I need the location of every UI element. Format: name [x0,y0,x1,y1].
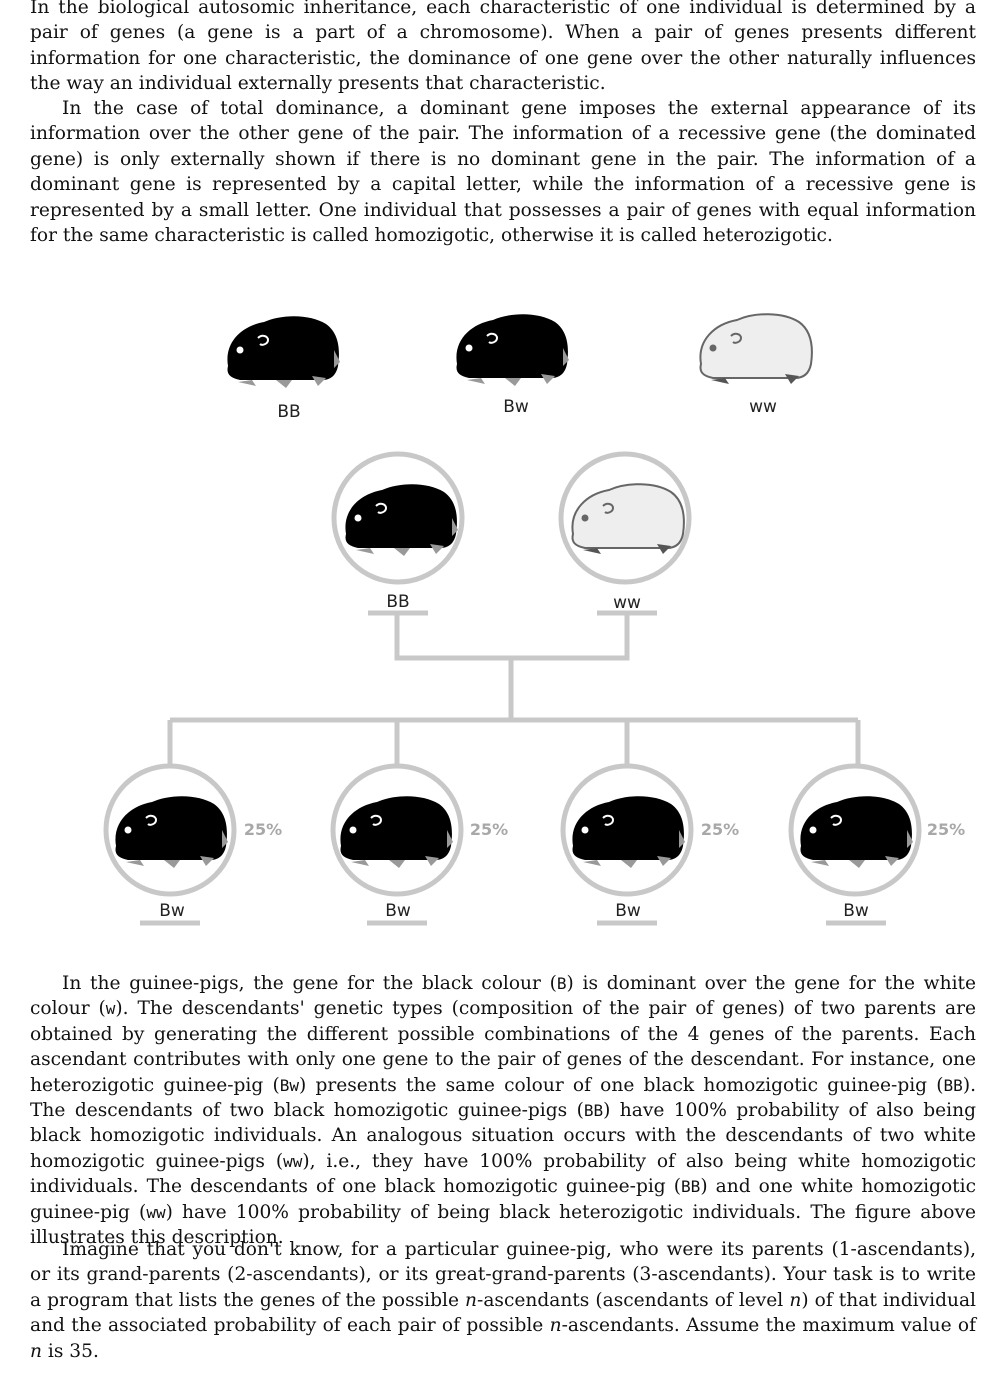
child-4: 25% Bw [788,763,965,921]
intro-paragraph-2: In the case of total dominance, a domina… [30,96,976,248]
child-3-percent: 25% [701,820,739,839]
legend-pig-Bw [455,313,570,387]
child-2: 25% Bw [330,763,508,921]
intro-paragraph-1: In the biological autosomic inheritance,… [30,0,976,95]
child-3-label: Bw [615,901,641,921]
child-4-percent: 25% [927,820,965,839]
parent-label-BB: BB [386,592,409,612]
description-paragraph: In the guinee-pigs, the gene for the bla… [30,971,976,1250]
math-variable: n [789,1289,802,1311]
legend-pig-BB [226,315,341,389]
child-1: 25% Bw [103,763,282,921]
child-2-label: Bw [385,901,411,921]
inheritance-tree-lines [140,610,886,926]
math-variable: n [30,1340,42,1362]
parent-BB: BB [331,451,465,612]
gene-code: w [105,999,116,1019]
child-4-label: Bw [843,901,869,921]
child-1-label: Bw [159,901,185,921]
task-paragraph: Imagine that you don't know, for a parti… [30,1237,976,1364]
gene-code: BB [943,1075,963,1095]
math-variable: n [549,1315,562,1337]
legend-pig-ww [699,313,813,385]
description-paragraph-text: In the guinee-pigs, the gene for the bla… [30,973,976,1249]
legend-label-Bw: Bw [503,397,529,417]
math-variable: n [465,1289,478,1311]
intro-paragraph-2-text: In the case of total dominance, a domina… [30,98,976,247]
gene-code: ww [146,1202,166,1222]
parent-label-ww: ww [613,593,641,613]
gene-code: BB [681,1177,701,1197]
task-paragraph-text: Imagine that you don't know, for a parti… [30,1239,976,1362]
legend-label-BB: BB [277,402,300,422]
gene-code: ww [283,1151,303,1171]
child-1-percent: 25% [244,820,282,839]
child-3: 25% Bw [560,763,739,921]
gene-code: Bw [279,1075,299,1095]
child-2-percent: 25% [470,820,508,839]
inheritance-figure: BB Bw ww BB ww 25% Bw 25% [103,313,965,926]
legend-label-ww: ww [749,397,777,417]
parent-ww: ww [558,451,692,613]
gene-code: BB [583,1101,604,1121]
gene-code: B [556,974,567,993]
